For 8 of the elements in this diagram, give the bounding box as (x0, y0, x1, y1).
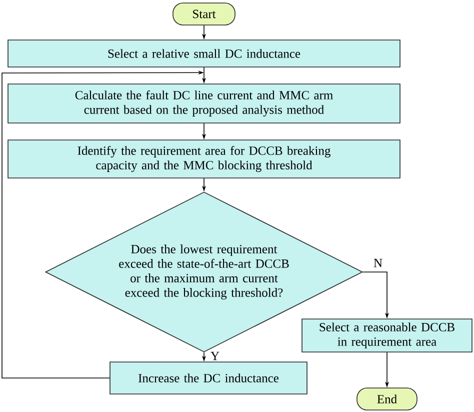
edge-label: Y (210, 350, 221, 362)
terminal-oval: End (356, 388, 418, 410)
process-box: Identify the requirement area for DCCB breaking capacity and the MMC blocking threshold (8, 140, 400, 178)
edge-label: N (372, 258, 384, 268)
process-box: Increase the DC inductance (110, 362, 308, 394)
process-box: Select a relative small DC inductance (8, 40, 400, 68)
process-box: Calculate the fault DC line current and MMC arm current based on the proposed analysis method (8, 84, 400, 124)
process-box: Select a reasonable DCCB in requirement area (302, 318, 472, 352)
